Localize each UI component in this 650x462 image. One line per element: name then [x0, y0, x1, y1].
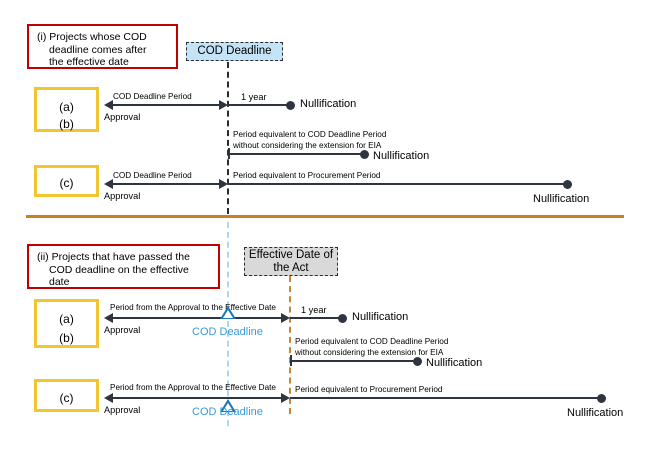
row-a-top-end-label: Nullification: [300, 98, 357, 110]
row-c-bottom-start-label: Approval: [104, 405, 141, 415]
row-a-top-right-bar: [228, 103, 291, 107]
row-a-bottom-start-label: Approval: [104, 325, 141, 335]
row-b-top-end-dot: [360, 149, 369, 159]
row-a-top-end-dot: [286, 100, 295, 110]
row-a-bottom-left-bar: [110, 316, 282, 320]
row-c-top-right-bar: [228, 182, 569, 186]
row-b-bottom-period-line2: without considering the extension for EI…: [295, 348, 444, 357]
letter-box-ab-bottom: (a) (b): [34, 299, 99, 348]
row-c-top-left-arrowhead: [104, 179, 113, 189]
callout-ii-line2: COD deadline on the effective: [49, 263, 189, 276]
row-a-bottom-end-label: Nullification: [352, 311, 409, 323]
callout-ii-line1: (ii) Projects that have passed the: [37, 251, 190, 263]
effective-date-chip-line2: the Act: [273, 261, 309, 274]
callout-ii-line3: date: [49, 276, 70, 289]
callout-section-ii: (ii) Projects that have passed the COD d…: [27, 244, 220, 289]
row-c-bottom-marker-label: COD Deadline: [192, 406, 263, 418]
letter-a-bottom: (a): [59, 312, 74, 326]
row-b-bottom-end-label: Nullification: [426, 357, 483, 369]
row-c-bottom-end-dot: [597, 393, 606, 403]
row-a-bottom-marker-label: COD Deadline: [192, 326, 263, 338]
row-a-bottom-end-dot: [338, 313, 347, 323]
row-c-bottom-left-arrowhead: [104, 393, 113, 403]
row-a-top-left-period-label: COD Deadline Period: [113, 92, 192, 101]
cod-deadline-triangle-marker-c: [220, 399, 236, 412]
row-c-top-right-period-label: Period equivalent to Procurement Period: [233, 171, 381, 180]
letter-box-c-top: (c): [34, 165, 99, 197]
row-b-top-end-label: Nullification: [373, 150, 430, 162]
row-b-bottom-end-dot: [413, 356, 422, 366]
row-b-top-period-line2: without considering the extension for EI…: [233, 141, 382, 150]
effective-date-chip-line1: Effective Date of: [248, 248, 334, 261]
effective-date-guide-line: [289, 276, 291, 414]
row-c-top-right-arrowhead: [219, 179, 228, 189]
row-c-bottom-right-period-label: Period equivalent to Procurement Period: [295, 385, 443, 394]
row-c-bottom-end-label: Nullification: [567, 407, 624, 419]
row-a-bottom-right-arrowhead: [281, 313, 290, 323]
row-c-top-left-period-label: COD Deadline Period: [113, 171, 192, 180]
row-c-top-end-label: Nullification: [533, 193, 590, 205]
cod-deadline-chip: COD Deadline: [186, 42, 283, 61]
row-b-top-period-line1: Period equivalent to COD Deadline Period: [233, 130, 387, 139]
row-b-top-bar: [228, 152, 365, 156]
row-a-bottom-right-period-label: 1 year: [301, 305, 327, 315]
row-a-bottom-right-bar: [290, 316, 343, 320]
cod-deadline-guide-line-bottom: [227, 222, 229, 426]
callout-i-line3: the effective date: [49, 56, 129, 69]
callout-i-line1: (i) Projects whose COD: [37, 31, 147, 43]
cod-deadline-guide-line-top: [227, 62, 229, 214]
section-divider: [26, 215, 624, 218]
row-a-top-left-bar: [110, 103, 220, 107]
row-c-top-start-label: Approval: [104, 191, 141, 201]
letter-c-bottom: (c): [59, 391, 74, 405]
callout-i-line2: deadline comes after: [49, 43, 147, 56]
row-c-bottom-left-bar: [110, 396, 282, 400]
row-a-bottom-left-arrowhead: [104, 313, 113, 323]
row-b-bottom-bar: [290, 359, 418, 363]
row-a-bottom-left-period-label: Period from the Approval to the Effectiv…: [110, 303, 276, 312]
row-c-bottom-right-bar: [290, 396, 603, 400]
letter-box-ab-top: (a) (b): [34, 87, 99, 132]
cod-deadline-chip-label: COD Deadline: [197, 45, 272, 57]
letter-c-top: (c): [59, 176, 74, 190]
letter-b-bottom: (b): [59, 331, 74, 345]
letter-a-top: (a): [59, 100, 74, 114]
effective-date-chip: Effective Date of the Act: [244, 247, 338, 276]
row-a-top-right-period-label: 1 year: [241, 92, 267, 102]
row-c-bottom-right-arrowhead: [281, 393, 290, 403]
letter-b-top: (b): [59, 117, 74, 131]
row-c-top-left-bar: [110, 182, 220, 186]
row-c-bottom-left-period-label: Period from the Approval to the Effectiv…: [110, 383, 276, 392]
row-b-bottom-period-line1: Period equivalent to COD Deadline Period: [295, 337, 449, 346]
row-a-top-start-label: Approval: [104, 112, 141, 122]
row-a-top-left-arrowhead: [104, 100, 113, 110]
callout-section-i: (i) Projects whose COD deadline comes af…: [27, 24, 178, 69]
letter-box-c-bottom: (c): [34, 379, 99, 412]
cod-deadline-triangle-marker-a: [220, 306, 236, 319]
row-a-top-right-arrowhead: [219, 100, 228, 110]
row-c-top-end-dot: [563, 179, 572, 189]
